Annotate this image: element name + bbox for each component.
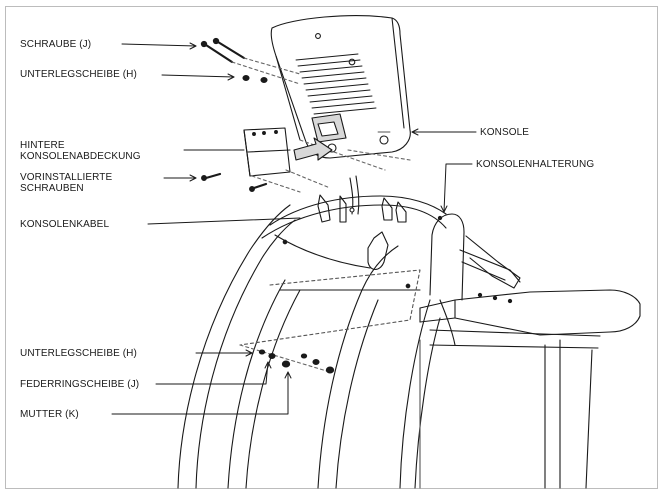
top-screws <box>200 37 301 192</box>
label-vorinstallierte-line1: VORINSTALLIERTE <box>20 172 113 183</box>
console-mast <box>239 175 447 346</box>
rear-console-cover <box>243 127 333 193</box>
label-konsolenhalterung: KONSOLENHALTERUNG <box>476 159 595 170</box>
label-konsole: KONSOLE <box>480 127 530 138</box>
label-unterlegscheibe-top: UNTERLEGSCHEIBE (H) <box>20 69 137 80</box>
label-federringscheibe: FEDERRINGSCHEIBE (J) <box>20 379 140 390</box>
label-hintere-line2: KONSOLENABDECKUNG <box>20 151 141 162</box>
label-vorinstallierte-line2: SCHRAUBEN <box>20 183 84 194</box>
label-hintere-line1: HINTERE <box>20 140 65 151</box>
label-unterlegscheibe-bottom: UNTERLEGSCHEIBE (H) <box>20 348 137 359</box>
callout-lines <box>111 42 477 415</box>
bottom-fasteners <box>239 344 335 374</box>
label-schraube: SCHRAUBE (J) <box>20 39 92 50</box>
label-konsolenkabel: KONSOLENKABEL <box>20 219 110 230</box>
console-head <box>270 15 411 171</box>
label-mutter: MUTTER (K) <box>20 409 79 420</box>
treadmill-frame <box>177 204 641 489</box>
